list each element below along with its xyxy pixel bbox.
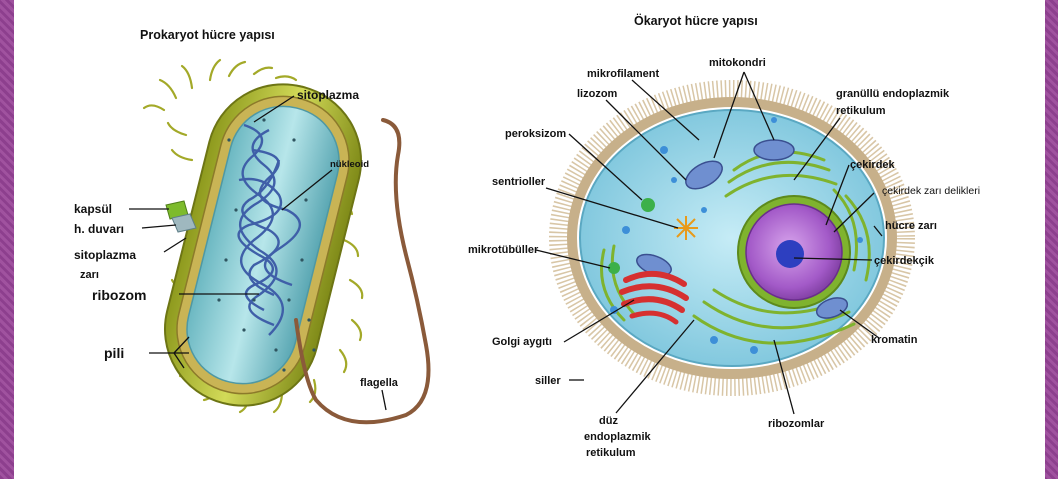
label-nukleoid: nükleoid — [330, 159, 369, 170]
label-siller: siller — [535, 375, 561, 387]
label-ribozom: ribozom — [92, 287, 146, 303]
label-granullu-er-1: granüllü endoplazmik — [836, 88, 950, 100]
label-sitoplazma-zari-2: zarı — [80, 269, 99, 281]
label-flagella: flagella — [360, 377, 399, 389]
label-granullu-er-2: retikulum — [836, 105, 886, 117]
label-pili: pili — [104, 345, 124, 361]
eukaryote-title: Ökaryot hücre yapısı — [634, 13, 758, 28]
label-sentrioller: sentrioller — [492, 176, 546, 188]
label-cekirdekcik: çekirdekçik — [874, 255, 935, 267]
label-ribozomlar: ribozomlar — [768, 418, 825, 430]
cutaway-layers — [166, 201, 196, 232]
label-cekirdek-zari-delikleri: çekirdek zarı delikleri — [882, 185, 980, 197]
label-lizozom: lizozom — [577, 88, 618, 100]
label-peroksizom: peroksizom — [505, 128, 566, 140]
label-mitokondri: mitokondri — [709, 57, 766, 69]
label-mikrotubuller: mikrotübüller — [468, 244, 539, 256]
label-duz-er-1: düz — [599, 415, 618, 427]
eukaryote-cell — [562, 93, 902, 383]
prokaryote-cell — [144, 60, 429, 422]
nucleolus — [776, 240, 804, 268]
label-kromatin: kromatin — [871, 334, 918, 346]
diagram-panel: Prokaryot hücre yapısı sitoplazma nükleo… — [14, 0, 1045, 479]
label-hucre-zari: hücre zarı — [885, 220, 937, 232]
label-kapsul: kapsül — [74, 202, 112, 216]
peroxisome — [641, 198, 655, 212]
label-duz-er-2: endoplazmik — [584, 431, 652, 443]
label-golgi: Golgi aygıtı — [492, 336, 552, 348]
label-mikrofilament: mikrofilament — [587, 68, 659, 80]
label-sitoplazma: sitoplazma — [297, 88, 359, 102]
cell-diagrams: Prokaryot hücre yapısı sitoplazma nükleo… — [14, 0, 1045, 479]
label-cekirdek: çekirdek — [850, 159, 896, 171]
label-duz-er-3: retikulum — [586, 447, 636, 459]
label-h-duvari: h. duvarı — [74, 222, 124, 236]
prokaryote-title: Prokaryot hücre yapısı — [140, 28, 275, 42]
label-sitoplazma-zari-1: sitoplazma — [74, 248, 136, 262]
